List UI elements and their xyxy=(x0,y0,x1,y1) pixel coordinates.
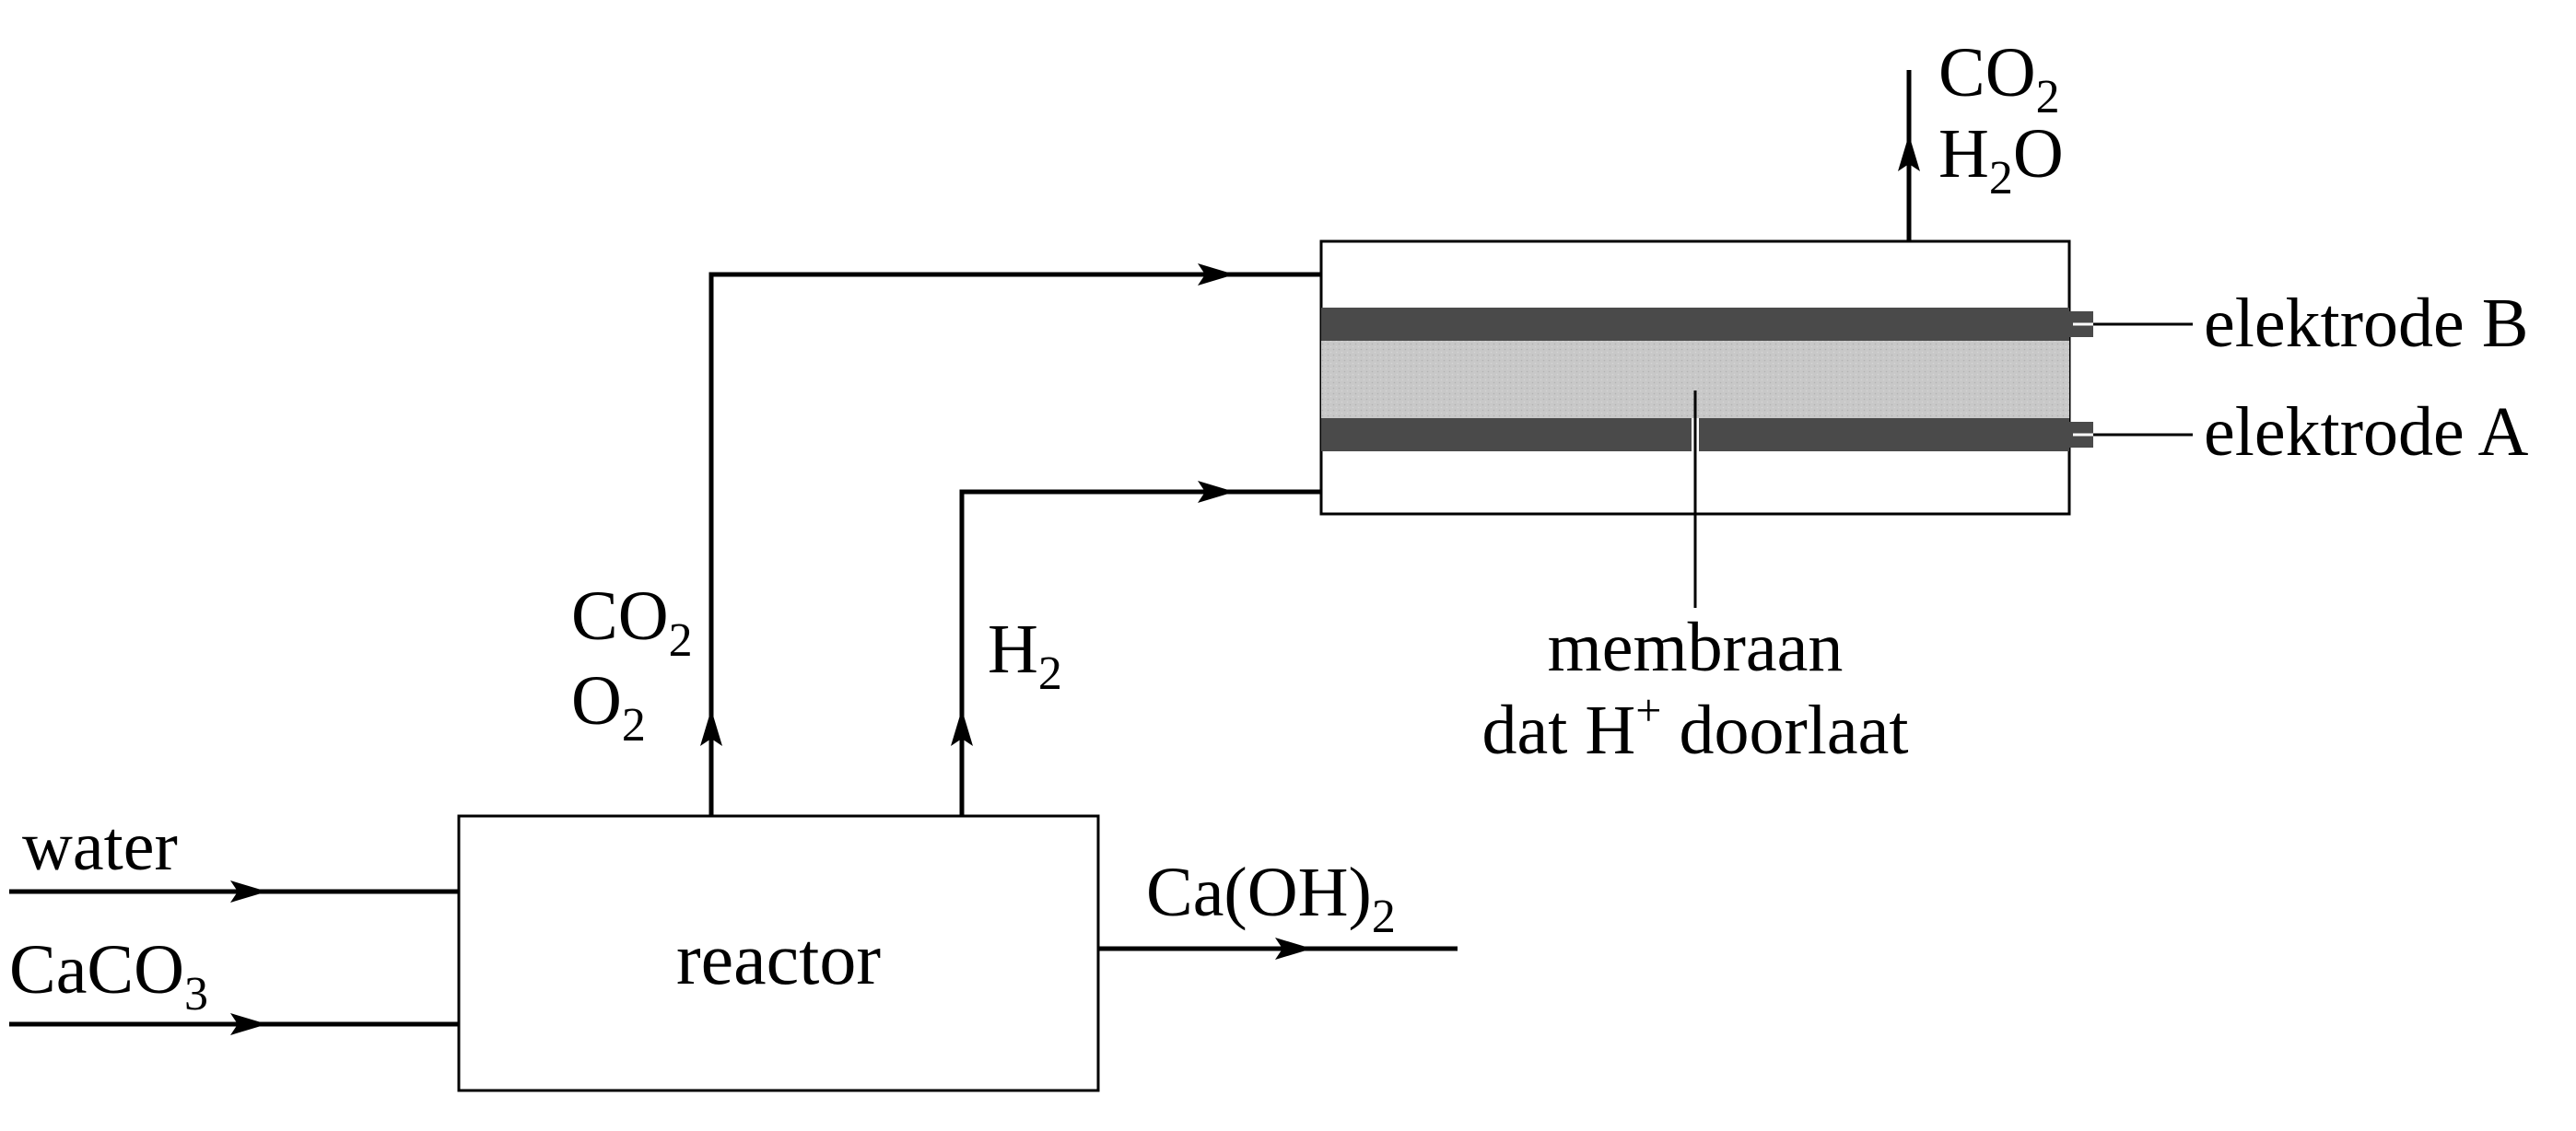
co2-o2-label: CO2 xyxy=(571,577,693,667)
membrane-label-line2: dat H+ doorlaat xyxy=(1482,684,1909,769)
electrode-a-label: elektrode A xyxy=(2204,393,2529,471)
membrane-label-line1: membraan xyxy=(1548,609,1844,686)
exhaust-h2o-label: H2O xyxy=(1938,115,2064,204)
exhaust-up-arrow-icon xyxy=(1898,134,1920,171)
co2-o2-up-arrow-icon xyxy=(700,709,722,746)
h2-flow-line xyxy=(959,489,1323,816)
h2-label: H2 xyxy=(988,611,1062,700)
co2-o2-label-o2: O2 xyxy=(571,662,646,752)
co2-o2-flow-line xyxy=(708,272,1323,816)
caco3-arrow-icon xyxy=(230,1013,267,1035)
caoh2-arrow-icon xyxy=(1275,938,1312,960)
caco3-label: CaCO3 xyxy=(9,931,208,1020)
electrode-b xyxy=(1321,308,2069,341)
water-arrow-icon xyxy=(230,880,267,903)
h2-right-arrow-icon xyxy=(1198,481,1235,503)
co2-o2-right-arrow-icon xyxy=(1198,263,1235,286)
reactor-label: reactor xyxy=(676,919,881,1000)
reactor-box xyxy=(457,814,1100,1092)
electrode-b-label: elektrode B xyxy=(2204,285,2528,362)
exhaust-co2-label: CO2 xyxy=(1938,34,2060,123)
caoh2-label: Ca(OH)2 xyxy=(1146,854,1396,943)
h2-up-arrow-icon xyxy=(951,709,973,746)
water-label: water xyxy=(22,808,178,885)
